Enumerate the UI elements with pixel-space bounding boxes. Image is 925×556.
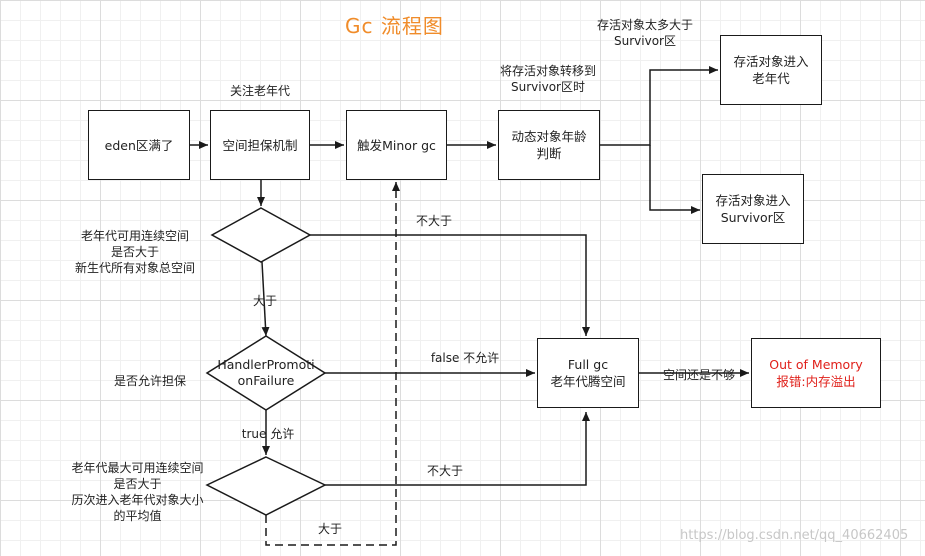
full-gc-box: Full gc 老年代腾空间 [537, 338, 639, 408]
page-title: Gc 流程图 [345, 14, 444, 38]
dynamic-age-label: 动态对象年龄 判断 [511, 129, 587, 161]
to-old-gen-label: 存活对象进入 老年代 [733, 54, 809, 86]
minor-gc-box: 触发Minor gc [346, 110, 447, 180]
space-not-enough-label: 空间还是不够 [662, 368, 735, 382]
move-to-survivor-label: 将存活对象转移到 Survivor区时 [499, 64, 596, 94]
full-gc-label: Full gc 老年代腾空间 [550, 357, 626, 389]
not-greater-label-1: 不大于 [415, 214, 452, 228]
oom-label: Out of Memory 报错:内存溢出 [769, 357, 863, 389]
greater-label-1: 大于 [252, 294, 277, 308]
dynamic-age-box: 动态对象年龄 判断 [498, 110, 600, 180]
watch-old-gen-label: 关注老年代 [229, 84, 290, 98]
arrow-decision1-to-decision2 [261, 261, 270, 337]
to-survivor-box: 存活对象进入 Survivor区 [702, 174, 804, 244]
decision2-text: HandlerPromoti onFailure [217, 357, 315, 388]
arrow-to-survivor [649, 145, 700, 214]
true-allowed-label: true 允许 [241, 427, 295, 441]
to-old-gen-box: 存活对象进入 老年代 [720, 35, 822, 105]
oom-box: Out of Memory 报错:内存溢出 [751, 338, 881, 408]
arrow-decision3-to-full-gc [325, 412, 590, 486]
space-guarantee-label: 空间担保机制 [222, 137, 298, 153]
to-survivor-label: 存活对象进入 Survivor区 [715, 193, 791, 225]
allow-guarantee-label: 是否允许担保 [113, 374, 186, 388]
arrow-to-old-gen [600, 66, 718, 146]
condition3-label: 老年代最大可用连续空间 是否大于 历次进入老年代对象大小 的平均值 [71, 461, 204, 523]
too-large-label: 存活对象太多大于 Survivor区 [596, 18, 693, 48]
eden-full-box: eden区满了 [88, 110, 190, 180]
not-greater-label-3: 不大于 [426, 464, 463, 478]
dashed-arrow-decision3-to-minor-gc [265, 182, 400, 546]
decision2-diamond [205, 335, 327, 411]
condition1-label: 老年代可用连续空间 是否大于 新生代所有对象总空间 [74, 229, 195, 275]
space-guarantee-box: 空间担保机制 [210, 110, 310, 180]
minor-gc-label: 触发Minor gc [357, 137, 436, 153]
greater-label-3: 大于 [317, 522, 342, 536]
decision1-diamond [210, 207, 312, 263]
arrow-decision1-to-full-gc [310, 234, 590, 336]
eden-full-label: eden区满了 [104, 137, 174, 153]
decision3-diamond [205, 456, 327, 516]
watermark: https://blog.csdn.net/qq_40662405 [680, 528, 909, 543]
false-not-allowed-label: false 不允许 [430, 351, 500, 365]
